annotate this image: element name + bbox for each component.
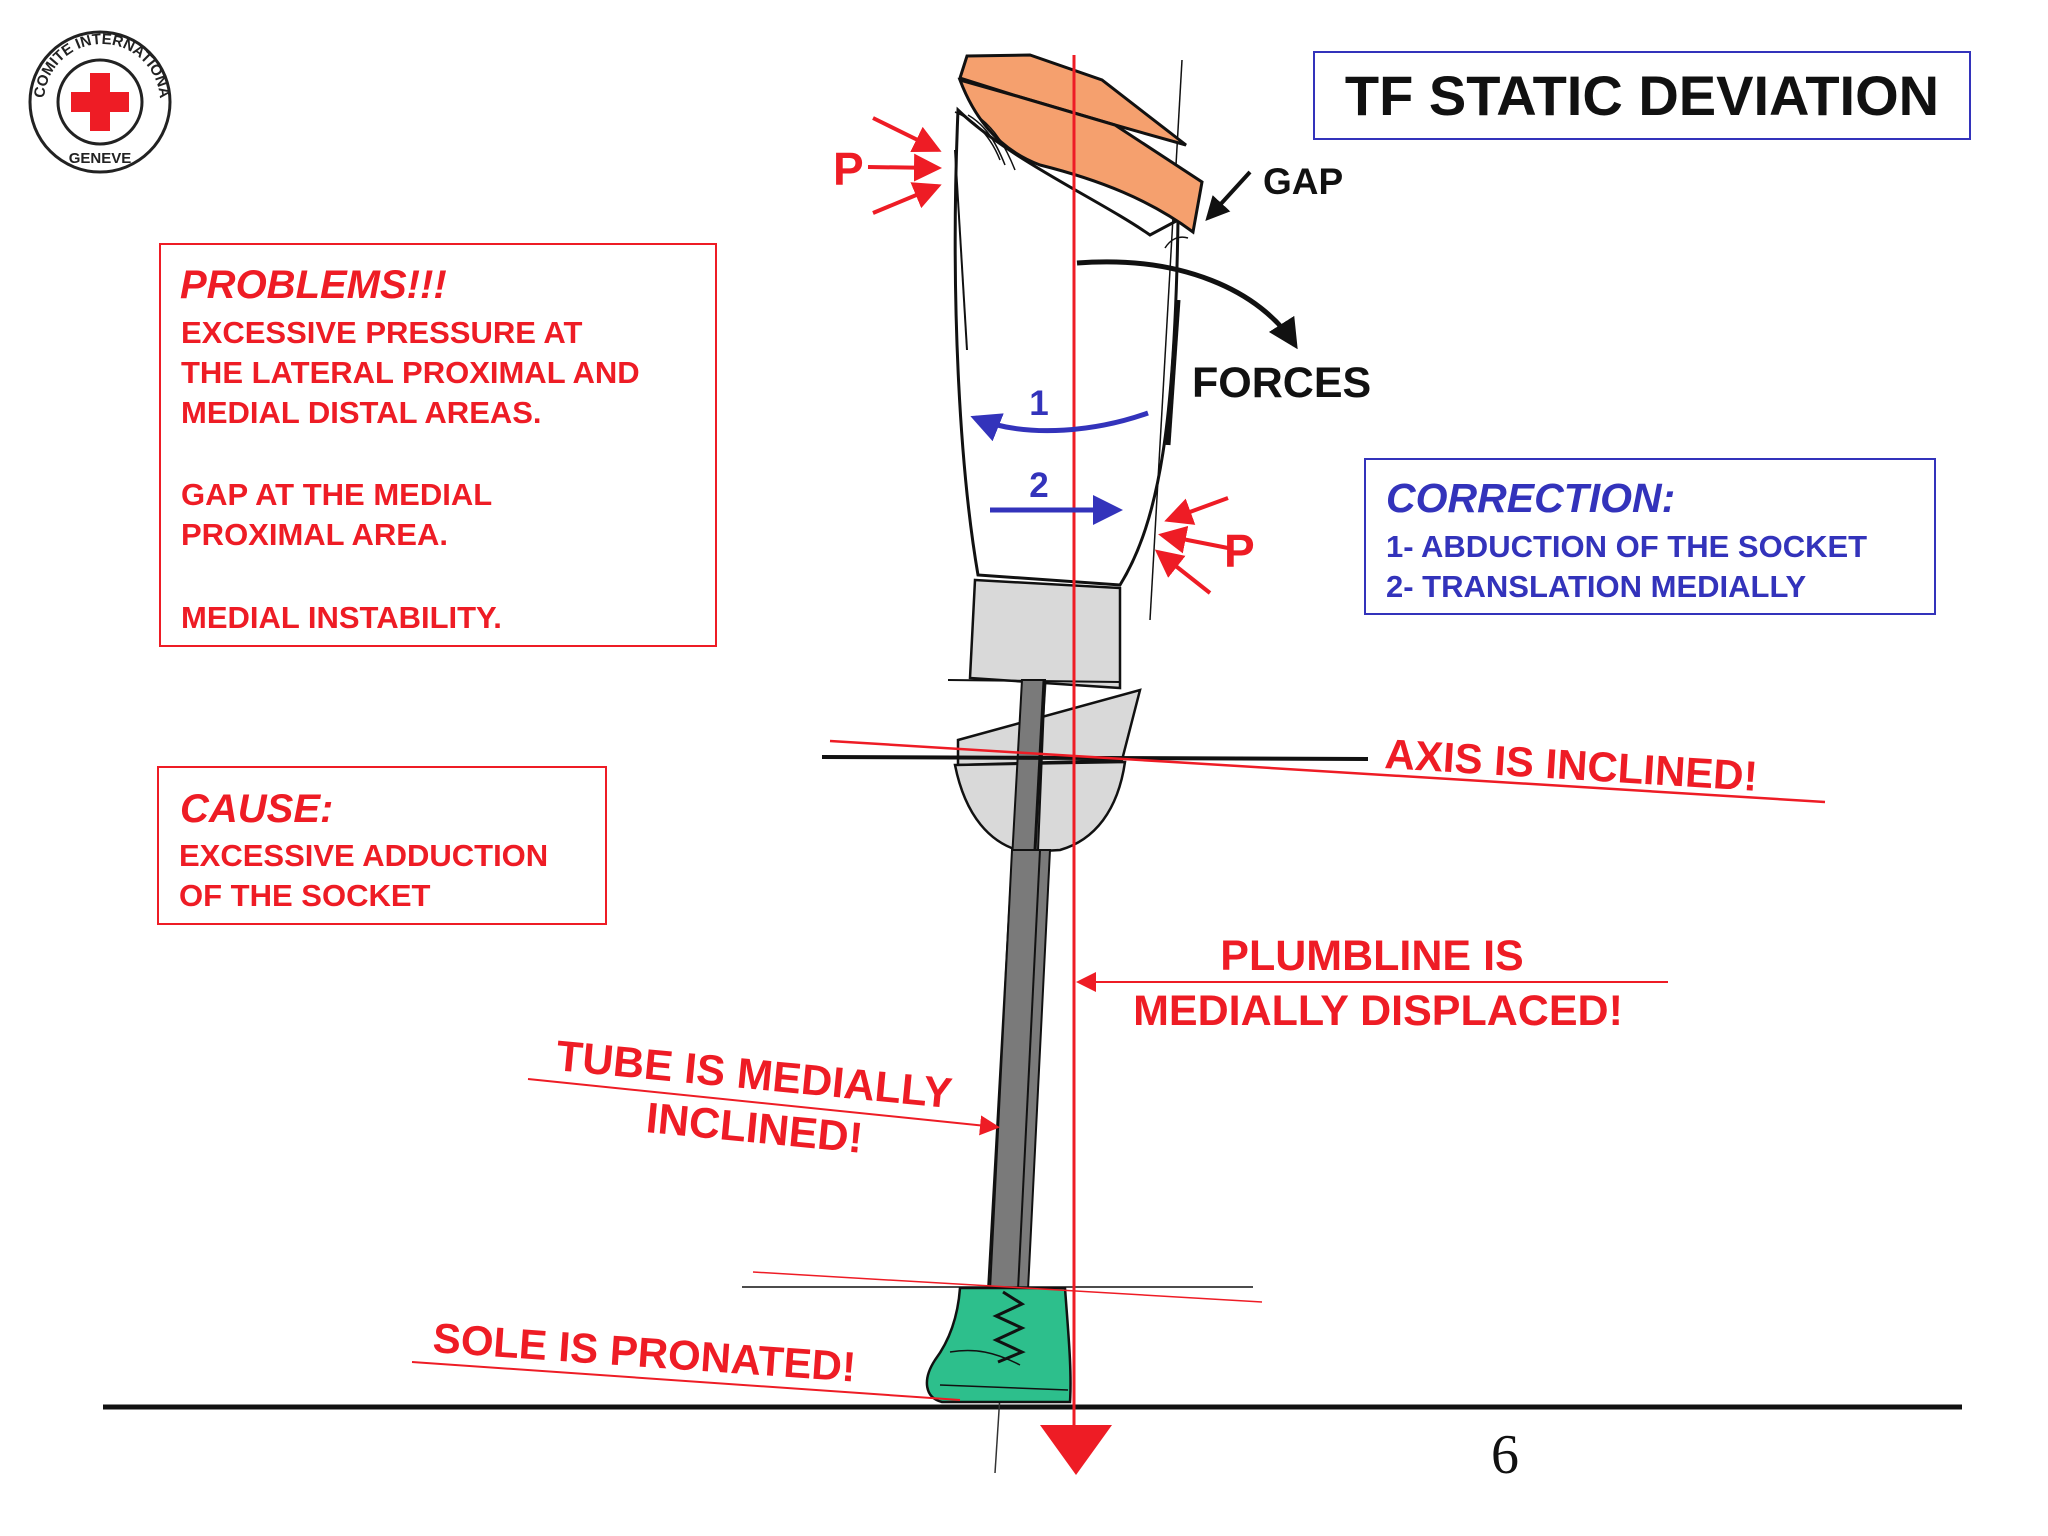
problem-line: PROXIMAL AREA. [181,517,448,552]
problem-line: MEDIAL DISTAL AREAS. [181,395,542,430]
correction-heading: CORRECTION: [1386,475,1675,521]
plumbline-annotation: PLUMBLINE IS MEDIALLY DISPLACED! [1076,932,1668,1035]
pylon-tube [986,679,1052,1291]
correction-arrow-2: 2 [990,466,1123,525]
correction-arrow-1: 1 [970,384,1149,442]
page-number: 6 [1491,1424,1519,1486]
arrow-1-label: 1 [1029,384,1048,423]
cause-line: EXCESSIVE ADDUCTION [179,838,548,873]
problem-line: GAP AT THE MEDIAL [181,477,492,512]
cause-line: OF THE SOCKET [179,878,431,913]
plumbline [1040,55,1112,1475]
problems-heading: PROBLEMS!!! [180,263,447,307]
pressure-arrows-top: P [833,116,942,215]
problems-box: PROBLEMS!!! EXCESSIVE PRESSURE AT THE LA… [159,243,717,647]
sole-annotation: SOLE IS PRONATED! [411,1314,961,1401]
plumbline-label-line1: PLUMBLINE IS [1220,932,1523,980]
knee-unit [953,688,1142,854]
correction-line: 1- ABDUCTION OF THE SOCKET [1386,529,1867,564]
correction-box: CORRECTION: 1- ABDUCTION OF THE SOCKET 2… [1364,458,1936,615]
gap-annotation: GAP [1205,161,1343,221]
foot-inclined-line [752,1271,1263,1303]
axis-inclined-line [829,739,1826,804]
cause-box: CAUSE: EXCESSIVE ADDUCTION OF THE SOCKET [157,766,607,925]
socket [953,53,1204,621]
icrc-logo: COMITE INTERNATIONAL GENEVE [0,0,173,174]
socket-rim [957,77,1204,235]
pressure-arrows-bottom: P [1154,496,1255,595]
problem-line: EXCESSIVE PRESSURE AT [181,315,582,350]
prosthetic-foot [925,1286,1072,1404]
socket-adapter [947,578,1122,690]
logo-bottom-text: GENEVE [69,150,132,167]
plumbline-label-line2: MEDIALLY DISPLACED! [1133,987,1623,1035]
plumbline-arrowhead [1040,1425,1112,1475]
correction-line: 2- TRANSLATION MEDIALLY [1386,569,1807,604]
forces-label: FORCES [1192,359,1371,407]
pressure-label-top: P [833,143,864,195]
title-box: TF STATIC DEVIATION [1313,51,1971,140]
problem-line: THE LATERAL PROXIMAL AND [181,355,640,390]
forces-annotation: FORCES [1076,259,1371,407]
shoe-laces [992,1290,1026,1364]
axis-inclined-label: AXIS IS INCLINED! [1383,730,1759,800]
page-title: TF STATIC DEVIATION [1345,64,1939,127]
red-cross-icon [71,73,129,131]
cause-heading: CAUSE: [180,787,333,831]
gap-label: GAP [1263,161,1343,202]
tube-annotation: TUBE IS MEDIALLY INCLINED! [527,1032,1000,1163]
arrow-2-label: 2 [1029,466,1048,505]
pressure-label-bottom: P [1224,525,1255,577]
problem-line: MEDIAL INSTABILITY. [181,600,502,635]
